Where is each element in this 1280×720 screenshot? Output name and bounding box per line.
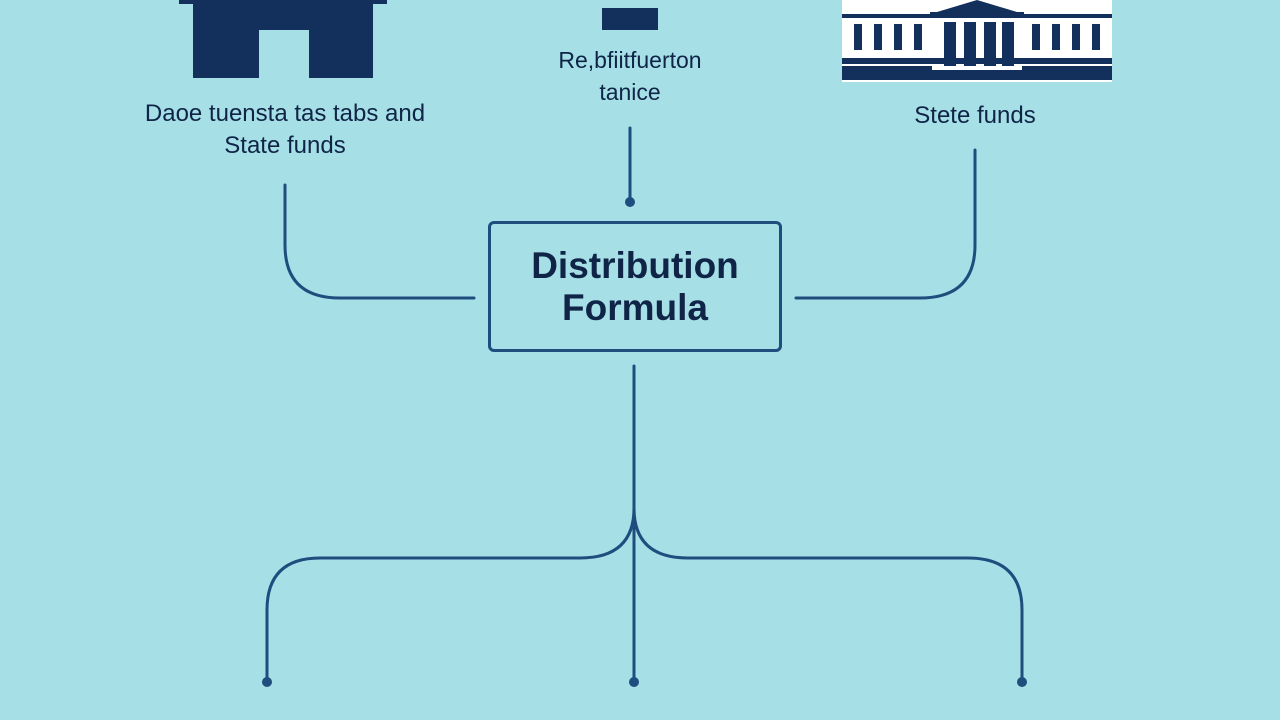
middle-node-label: Re,bfiitfuerton tanice — [558, 47, 702, 105]
output-center-dot — [629, 677, 639, 687]
right-input-connector — [794, 148, 977, 300]
right-node-label: Stete funds — [914, 102, 1036, 129]
output-left-branch — [265, 506, 636, 682]
bar-icon — [602, 8, 658, 30]
left-input-connector — [283, 183, 476, 300]
output-right-dot — [1017, 677, 1027, 687]
government-building-icon — [842, 0, 1112, 82]
middle-input-dot — [625, 197, 635, 207]
output-right-branch — [632, 506, 1024, 682]
left-node-label: Daoe tuensta tas tabs and State funds — [144, 100, 426, 159]
house-icon — [179, 0, 387, 78]
output-left-dot — [262, 677, 272, 687]
distribution-formula-box: Distribution Formula — [488, 221, 782, 352]
